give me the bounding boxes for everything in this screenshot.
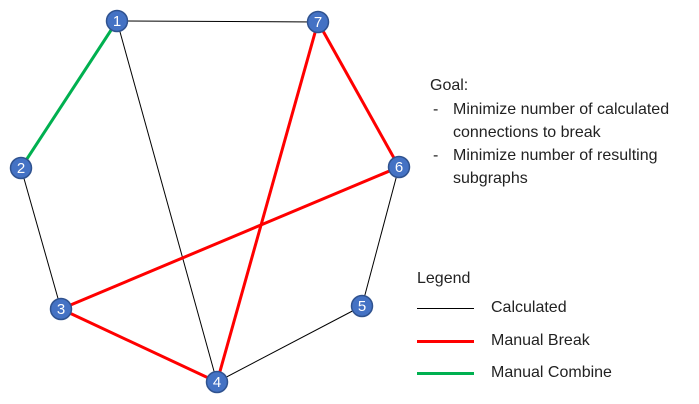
nodes-layer: 1 2 3 4 5 6 7: [9, 9, 411, 394]
node-circle: [387, 155, 411, 179]
node-label: 1: [113, 13, 121, 30]
node-circle: [205, 370, 229, 394]
node-label: 2: [17, 160, 25, 177]
edge-1-4-calculated: [116, 20, 218, 383]
node-label: 6: [395, 159, 403, 176]
node-label: 7: [314, 14, 322, 31]
node-3: 3: [49, 297, 73, 321]
legend-label: Calculated: [491, 299, 567, 316]
goal-list: Minimize number of calculated connection…: [430, 98, 695, 190]
node-2: 2: [9, 156, 33, 180]
legend-item-manual-break: Manual Break: [417, 330, 677, 352]
node-circle: [49, 297, 73, 321]
legend-swatch-manual-break: [417, 339, 474, 343]
edge-1-2-manual-combine: [19, 20, 119, 169]
node-7: 7: [306, 10, 330, 34]
node-6: 6: [387, 155, 411, 179]
edge-2-3-calculated: [20, 167, 62, 310]
node-circle: [350, 294, 374, 318]
edge-6-3-manual-break: [60, 165, 400, 311]
goal-panel: Goal: Minimize number of calculated conn…: [430, 74, 695, 190]
node-circle: [105, 9, 129, 33]
node-label: 4: [213, 374, 221, 391]
goal-title: Goal:: [430, 77, 469, 94]
node-1: 1: [105, 9, 129, 33]
legend-label: Manual Break: [491, 332, 590, 349]
goal-item: Minimize number of calculated connection…: [430, 98, 695, 144]
node-label: 5: [358, 298, 366, 315]
legend-swatch-calculated: [417, 307, 474, 309]
legend-label: Manual Combine: [491, 364, 612, 381]
node-label: 3: [57, 301, 65, 318]
goal-item: Minimize number of resulting subgraphs: [430, 144, 695, 190]
node-circle: [306, 10, 330, 34]
legend-item-calculated: Calculated: [417, 297, 677, 319]
legend-swatch-manual-combine: [417, 371, 474, 375]
edge-7-4-manual-break: [215, 21, 320, 383]
edge-7-6-manual-break: [316, 21, 401, 168]
node-4: 4: [205, 370, 229, 394]
edges-layer: [19, 20, 401, 384]
node-circle: [9, 156, 33, 180]
node-5: 5: [350, 294, 374, 318]
legend-title: Legend: [417, 270, 471, 287]
edge-5-6-calculated: [361, 166, 400, 307]
legend-item-manual-combine: Manual Combine: [417, 362, 677, 384]
edge-4-5-calculated: [216, 305, 363, 383]
edge-1-7-calculated: [116, 20, 319, 23]
edge-3-4-manual-break: [60, 307, 218, 384]
